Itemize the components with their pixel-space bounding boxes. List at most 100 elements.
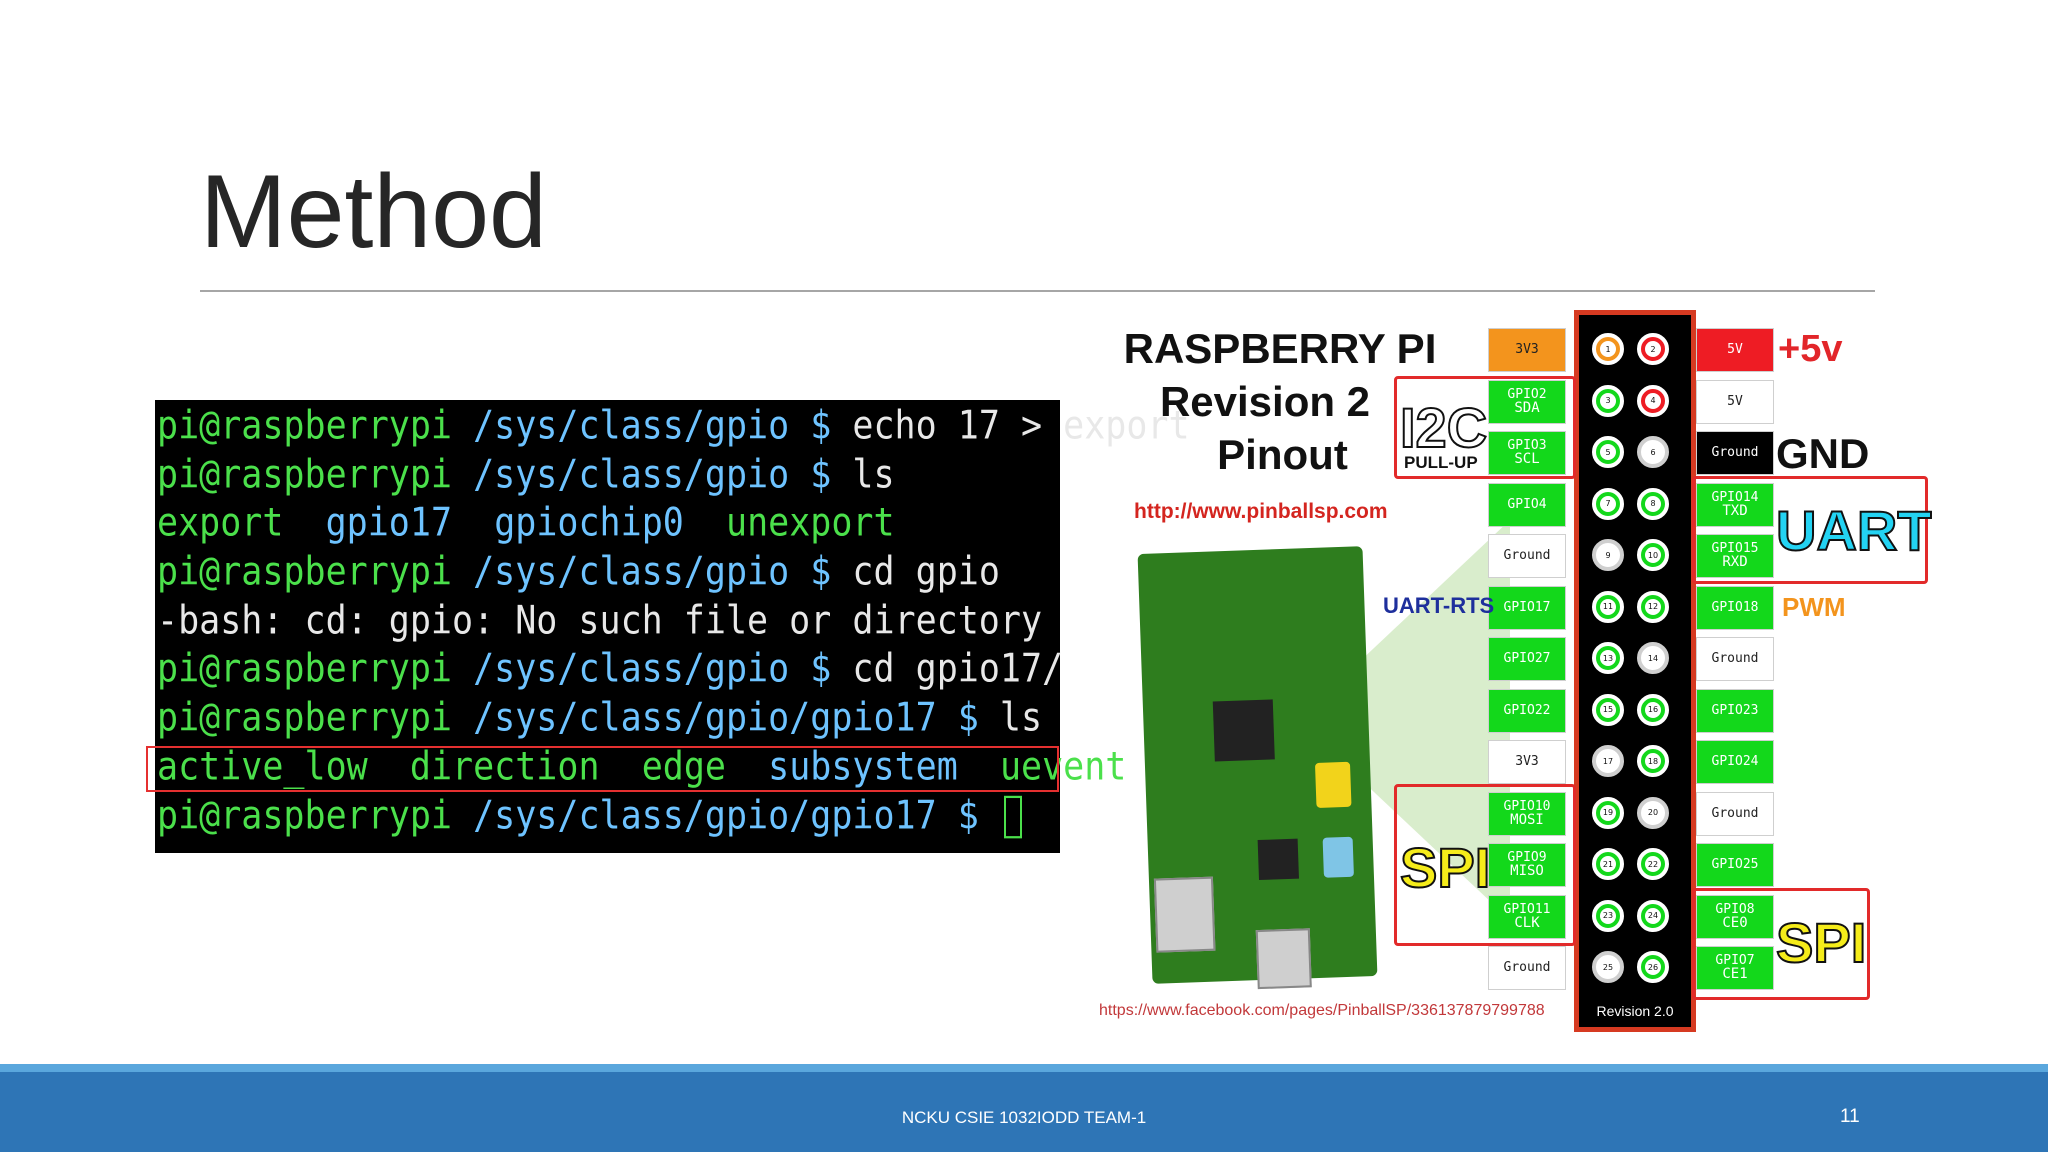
- pin-number: 11: [1600, 598, 1616, 615]
- gpio-pin: 6: [1637, 436, 1669, 468]
- cursor: [1003, 795, 1022, 838]
- pin-number: 4: [1645, 392, 1661, 409]
- pin-label-text: GPIO25: [1711, 857, 1759, 873]
- pin-number: 7: [1600, 495, 1616, 512]
- pinout-url: http://www.pinballsp.com: [1134, 500, 1388, 523]
- gpio-pin: 3: [1592, 384, 1624, 417]
- pin-number: 23: [1600, 907, 1616, 924]
- pin-label-text: 5V: [1727, 342, 1743, 358]
- pin-number: 18: [1645, 753, 1661, 769]
- output-item: active_low: [157, 744, 368, 790]
- board-ethernet: [1153, 876, 1216, 953]
- gpio-pin: 18: [1637, 745, 1669, 777]
- gpio-pin: 10: [1637, 539, 1669, 571]
- spi-right-label: SPI: [1775, 910, 1867, 975]
- pin-label-sub: SDA: [1514, 400, 1540, 417]
- pin-number: 22: [1645, 856, 1661, 872]
- prompt: pi@raspberrypi: [157, 452, 453, 498]
- gpio-pin: 26: [1637, 951, 1669, 983]
- command: echo 17 > export: [852, 403, 1190, 449]
- gnd-label: GND: [1776, 430, 1870, 477]
- pin-label-text: GPIO11: [1503, 901, 1551, 917]
- gpio-pin: 16: [1637, 693, 1669, 726]
- gpio-pin: 17: [1592, 745, 1624, 777]
- output-item: edge: [641, 744, 726, 790]
- pin-number: 16: [1645, 701, 1661, 718]
- prompt-path: /sys/class/gpio: [473, 452, 790, 498]
- gpio-pin: 2: [1637, 333, 1669, 365]
- revision-label: Revision 2.0: [1596, 1003, 1674, 1019]
- pin-label-text: GPIO22: [1503, 703, 1551, 719]
- pin-label-left: 3V3: [1488, 328, 1566, 372]
- pin-label-text: GPIO10: [1503, 798, 1551, 814]
- pin-number: 14: [1645, 650, 1661, 666]
- command: ls: [852, 452, 895, 498]
- output-item: gpiochip0: [494, 500, 684, 546]
- board-audio: [1322, 836, 1354, 878]
- pin-number: 15: [1600, 701, 1616, 718]
- uart-group-outline: [1692, 476, 1928, 584]
- pin-label-text: Ground: [1711, 445, 1759, 461]
- pin-label-text: Ground: [1503, 548, 1551, 564]
- pin-number: 12: [1645, 598, 1661, 615]
- pin-label-sub: CLK: [1514, 915, 1540, 932]
- pin-label-right: 5V: [1696, 380, 1774, 424]
- error-message: -bash: cd: gpio: No such file or directo…: [157, 598, 1043, 644]
- pin-label-text: GPIO2: [1507, 386, 1547, 402]
- terminal-line: pi@raspberrypi /sys/class/gpio $ cd gpio…: [157, 643, 1064, 698]
- footer-accent: [0, 1064, 2048, 1072]
- pin-label-right: GPIO24: [1696, 740, 1774, 784]
- board-chip: [1257, 838, 1299, 881]
- footer-bar: [0, 1064, 2048, 1152]
- pin-label-text: GPIO23: [1711, 703, 1759, 719]
- pin-label-text: Ground: [1711, 806, 1759, 822]
- raspberry-pi-board-image: [1137, 546, 1378, 990]
- pin-number: 1: [1600, 341, 1616, 357]
- pin-label-text: 5V: [1727, 394, 1743, 410]
- pin-label-text: GPIO3: [1507, 437, 1547, 453]
- pin-label-right: Ground: [1696, 792, 1774, 836]
- prompt-path: /sys/class/gpio: [473, 403, 790, 449]
- pin-number: 8: [1645, 495, 1661, 512]
- gpio-header: [1574, 310, 1696, 1032]
- pin-label-text: GPIO17: [1503, 600, 1551, 616]
- terminal-line: pi@raspberrypi /sys/class/gpio/gpio17 $: [157, 789, 1060, 844]
- pin-label-left: GPIO27: [1488, 637, 1566, 681]
- output-item: unexport: [726, 500, 895, 546]
- prompt-dollar: $: [810, 549, 832, 595]
- pin-label-left: GPIO4: [1488, 483, 1566, 527]
- spi-right-group-outline: [1692, 888, 1870, 1000]
- gpio-pin: 24: [1637, 899, 1669, 932]
- output-item: export: [157, 500, 284, 546]
- pin-label-text: GPIO9: [1507, 849, 1547, 865]
- pin-label-sub: MOSI: [1510, 812, 1544, 829]
- terminal-line: pi@raspberrypi /sys/class/gpio $ ls: [157, 448, 1060, 503]
- pin-label-text: GPIO24: [1711, 754, 1759, 770]
- page-number: 11: [1840, 1106, 1860, 1127]
- prompt-path: /sys/class/gpio/gpio17: [473, 793, 937, 838]
- uart-label: UART: [1775, 498, 1933, 563]
- pin-number: 26: [1645, 959, 1661, 975]
- command: cd gpio17/: [852, 646, 1064, 692]
- terminal-line: pi@raspberrypi /sys/class/gpio $ cd gpio: [157, 545, 1060, 600]
- gpio-pin: 12: [1637, 590, 1669, 623]
- facebook-url: https://www.facebook.com/pages/PinballSP…: [1099, 1002, 1545, 1019]
- pinout-title-line2: Revision 2: [1159, 378, 1371, 425]
- prompt-path: /sys/class/gpio: [473, 549, 790, 595]
- spi-left-group-outline: [1394, 784, 1576, 946]
- output-item: gpio17: [325, 500, 453, 546]
- pin-label-text: GPIO8: [1715, 901, 1755, 917]
- pin-label-sub: CE1: [1722, 966, 1748, 983]
- pin-label-left: GPIO17: [1488, 586, 1566, 630]
- pin-number: 20: [1645, 804, 1661, 821]
- pin-number: 9: [1600, 547, 1616, 563]
- prompt: pi@raspberrypi: [157, 646, 453, 692]
- pin-number: 6: [1645, 444, 1661, 460]
- pin-label-text: GPIO18: [1711, 600, 1759, 616]
- pin-number: 21: [1600, 856, 1616, 872]
- terminal-line: -bash: cd: gpio: No such file or directo…: [157, 594, 1060, 649]
- prompt-dollar: $: [810, 403, 832, 449]
